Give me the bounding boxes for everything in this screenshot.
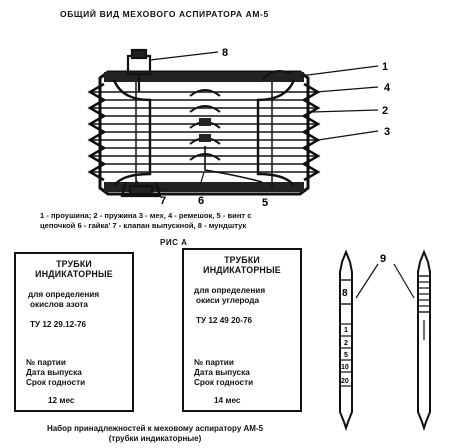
card-spec: ТУ 12 29.12-76 <box>30 320 87 329</box>
legend-line-2: цепочкой 6 - гайка' 7 - клапан выпускной… <box>40 221 247 230</box>
figure-label: РИС А <box>160 238 188 247</box>
tube-top-mark: 8 <box>342 288 348 299</box>
card-shelf-life: Срок годности <box>26 378 86 387</box>
card-spec: ТУ 12 49 20-76 <box>196 316 253 325</box>
callout-3: 3 <box>384 126 390 138</box>
card-batch: № партии <box>26 358 66 367</box>
callout-leaders <box>135 51 379 191</box>
legend-line-1: 1 - проушина; 2 - пружина 3 - мех, 4 - р… <box>40 211 252 220</box>
card-date: Дата выпуска <box>26 368 82 377</box>
callout-2: 2 <box>382 105 388 117</box>
callout-4: 4 <box>384 82 391 94</box>
card-purpose: для определения <box>194 286 266 295</box>
card-shelf-life: Срок годности <box>194 378 254 387</box>
callout-1: 1 <box>382 61 388 73</box>
scale-label: 10 <box>341 364 349 371</box>
caption-line-2: (трубки индикаторные) <box>108 434 202 443</box>
tube-label-card-right: ТРУБКИ ИНДИКАТОРНЫЕ для определения окис… <box>182 248 302 412</box>
scale-label: 5 <box>344 352 348 359</box>
indicator-tubes <box>339 249 431 432</box>
page-title: ОБЩИЙ ВИД МЕХОВОГО АСПИРАТОРА АМ-5 <box>60 9 269 19</box>
mouthpiece <box>126 48 152 92</box>
card-date: Дата выпуска <box>194 368 250 377</box>
card-heading: ИНДИКАТОРНЫЕ <box>35 269 113 279</box>
card-heading: ТРУБКИ <box>56 259 92 269</box>
caption-line-1: Набор принадлежностей к меховому аспират… <box>46 424 264 433</box>
card-heading: ТРУБКИ <box>224 255 260 265</box>
scale-label: 2 <box>344 340 348 347</box>
callout-9: 9 <box>380 253 386 265</box>
card-purpose: для определения <box>28 290 100 299</box>
card-months: 14 мес <box>214 396 241 405</box>
card-months: 12 мес <box>48 396 75 405</box>
tube-label-card-left: ТРУБКИ ИНДИКАТОРНЫЕ для определения окис… <box>14 252 134 412</box>
callout-7: 7 <box>160 195 166 207</box>
card-heading: ИНДИКАТОРНЫЕ <box>203 265 281 275</box>
card-purpose: окислов азота <box>30 300 88 309</box>
callout-5: 5 <box>262 197 268 209</box>
card-batch: № партии <box>194 358 234 367</box>
card-purpose: окиси углерода <box>196 296 260 305</box>
callout-8: 8 <box>222 47 228 59</box>
aspirator-body <box>87 69 321 196</box>
scale-label: 20 <box>341 378 349 385</box>
scale-label: 1 <box>344 327 348 334</box>
callout-6: 6 <box>198 195 204 207</box>
